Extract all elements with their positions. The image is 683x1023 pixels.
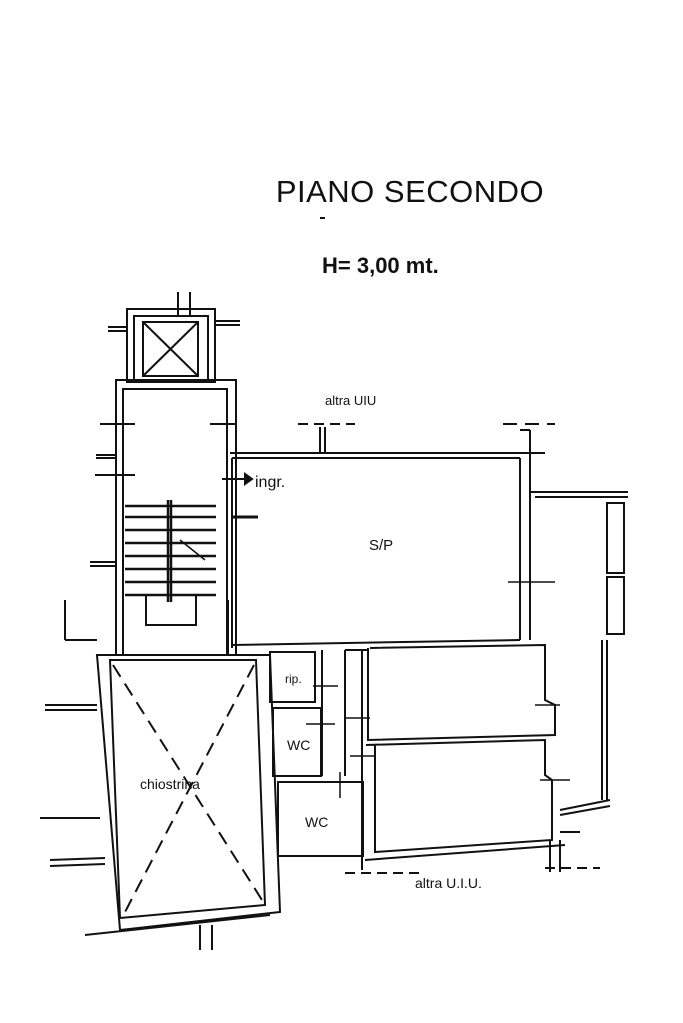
- floor-title: PIANO SECONDO: [275, 174, 545, 209]
- label-storage: rip.: [285, 672, 302, 686]
- service-rooms: [269, 649, 368, 857]
- entrance-arrow-icon: [222, 472, 254, 486]
- label-wc-2: WC: [305, 814, 328, 830]
- label-wc-1: WC: [287, 737, 310, 753]
- courtyard: [40, 600, 282, 950]
- label-entrance: ingr.: [255, 474, 285, 491]
- label-main-room: S/P: [369, 537, 393, 554]
- label-courtyard: chiostrina: [140, 776, 200, 792]
- stair-core: [90, 379, 237, 656]
- label-bottom-neighbor: altra U.I.U.: [415, 875, 482, 891]
- label-top-neighbor: altra UIU: [325, 393, 376, 408]
- main-room: [230, 423, 555, 648]
- elevator-shaft: [108, 292, 240, 383]
- right-rooms: [345, 643, 600, 874]
- right-wing: [530, 491, 628, 816]
- ceiling-height-label: H= 3,00 mt.: [322, 253, 439, 278]
- staircase: [125, 500, 216, 626]
